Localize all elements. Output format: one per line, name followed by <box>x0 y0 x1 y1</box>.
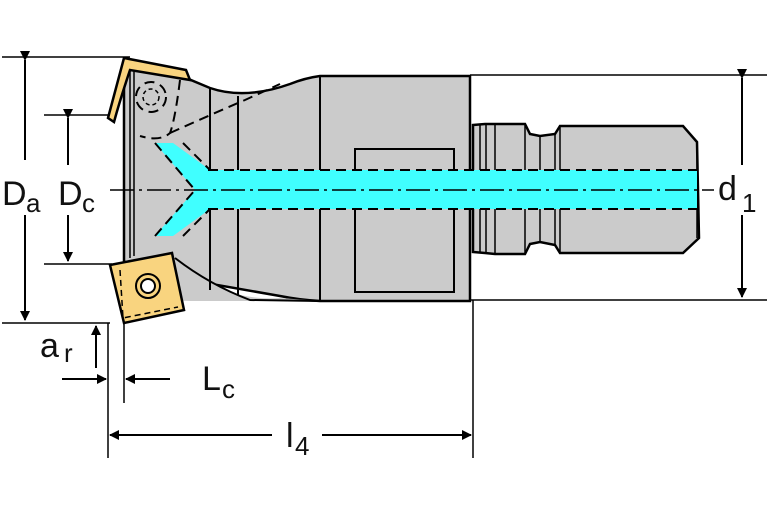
dimension-da: D a <box>2 51 41 321</box>
dimension-dc: D c <box>58 109 95 262</box>
label-ar-sub: r <box>64 338 73 368</box>
label-l4-main: l <box>286 417 294 455</box>
label-dc-main: D <box>58 175 83 213</box>
label-lc-main: L <box>202 360 221 398</box>
insert-top <box>106 56 192 125</box>
label-l4-sub: 4 <box>295 431 309 461</box>
extension-lines <box>2 56 767 458</box>
label-da-main: D <box>2 175 27 213</box>
label-ar-main: a <box>40 327 59 365</box>
dimension-lc: L c <box>125 360 235 404</box>
insert-bottom <box>108 251 186 325</box>
dimension-l4: l 4 <box>109 417 472 461</box>
label-d1-main: d <box>718 170 737 208</box>
dimension-d1: d 1 <box>718 69 756 298</box>
dimension-ar: a r <box>40 325 107 384</box>
label-dc-sub: c <box>82 188 95 218</box>
label-da-sub: a <box>26 188 41 218</box>
label-lc-sub: c <box>222 374 235 404</box>
label-d1-sub: 1 <box>742 188 756 218</box>
